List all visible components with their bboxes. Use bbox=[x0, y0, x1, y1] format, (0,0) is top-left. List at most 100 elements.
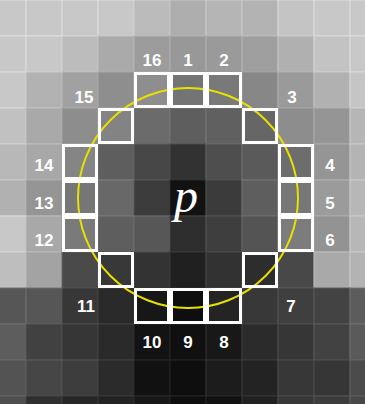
pixel-cell bbox=[62, 108, 98, 144]
pixel-cell bbox=[98, 396, 134, 404]
pixel-cell bbox=[0, 180, 26, 216]
pixel-cell bbox=[0, 360, 26, 396]
pixel-cell bbox=[206, 252, 242, 288]
pixel-cell bbox=[206, 216, 242, 252]
pixel-cell bbox=[134, 252, 170, 288]
pixel-cell bbox=[242, 216, 278, 252]
pixel-cell bbox=[206, 360, 242, 396]
pixel-cell bbox=[206, 396, 242, 404]
pixel-cell bbox=[134, 0, 170, 36]
pixel-cell bbox=[278, 0, 314, 36]
callout-number: 10 bbox=[143, 334, 162, 351]
pixel-cell bbox=[314, 108, 350, 144]
circle-outline bbox=[78, 88, 298, 308]
pixel-cell bbox=[170, 72, 206, 108]
pixel-cell bbox=[26, 0, 62, 36]
pixel-cell bbox=[278, 396, 314, 404]
callout-number: 9 bbox=[183, 334, 192, 351]
pixel-cell bbox=[206, 180, 242, 216]
pixel-cell bbox=[314, 324, 350, 360]
pixel-cell bbox=[134, 216, 170, 252]
pixel-cell bbox=[134, 396, 170, 404]
pixel-cell bbox=[98, 216, 134, 252]
pixel-cell bbox=[314, 144, 350, 180]
pixel-cell bbox=[278, 180, 314, 216]
pixel-cell bbox=[0, 288, 26, 324]
ring-pixel-outline bbox=[172, 74, 205, 107]
pixel-cell bbox=[278, 36, 314, 72]
pixel-cell bbox=[314, 288, 350, 324]
pixel-cell bbox=[0, 108, 26, 144]
pixel-cell bbox=[206, 36, 242, 72]
pixel-cell bbox=[242, 108, 278, 144]
callout-number: 5 bbox=[325, 195, 334, 212]
pixel-cell bbox=[350, 144, 365, 180]
pixel-cell bbox=[314, 0, 350, 36]
pixel-cell bbox=[26, 288, 62, 324]
pixel-cell bbox=[26, 36, 62, 72]
pixel-cell bbox=[242, 288, 278, 324]
pixel-cell bbox=[98, 360, 134, 396]
pixel-cell bbox=[0, 36, 26, 72]
pixel-cell bbox=[62, 360, 98, 396]
pixel-cell bbox=[278, 324, 314, 360]
pixel-cell bbox=[242, 0, 278, 36]
pixel-cell bbox=[62, 396, 98, 404]
pixel-cell bbox=[98, 324, 134, 360]
pixel-cell bbox=[170, 360, 206, 396]
pixel-cell bbox=[314, 252, 350, 288]
pixel-cell bbox=[134, 36, 170, 72]
pixel-cell bbox=[134, 324, 170, 360]
ring-pixel-outline bbox=[64, 146, 97, 179]
callout-number: 2 bbox=[219, 52, 228, 69]
callout-number: 6 bbox=[325, 232, 334, 249]
pixel-cell bbox=[278, 72, 314, 108]
pixel-cell bbox=[170, 396, 206, 404]
pixel-cell bbox=[278, 108, 314, 144]
pixel-cell bbox=[314, 72, 350, 108]
pixel-cell bbox=[98, 108, 134, 144]
pixel-cell bbox=[206, 144, 242, 180]
pixel-cell bbox=[98, 144, 134, 180]
pixel-cell bbox=[98, 288, 134, 324]
ring-pixel-outline bbox=[136, 290, 169, 323]
callout-number: 15 bbox=[75, 89, 94, 106]
pixel-cell bbox=[134, 108, 170, 144]
pixel-cell bbox=[134, 180, 170, 216]
pixel-cell bbox=[0, 396, 26, 404]
callout-number: 16 bbox=[143, 52, 162, 69]
pixel-cell bbox=[278, 288, 314, 324]
pixel-cell bbox=[62, 324, 98, 360]
ring-pixel-outline bbox=[100, 254, 133, 287]
pixel-cell bbox=[26, 324, 62, 360]
pixel-cell bbox=[0, 216, 26, 252]
pixel-cell bbox=[26, 252, 62, 288]
pixel-cell bbox=[98, 252, 134, 288]
pixel-cell bbox=[350, 360, 365, 396]
pixel-cell bbox=[0, 0, 26, 36]
callout-number: 14 bbox=[35, 157, 54, 174]
ring-pixel-outline bbox=[280, 182, 313, 215]
pixel-cell bbox=[98, 72, 134, 108]
pixel-cell bbox=[62, 288, 98, 324]
ring-pixel-outline bbox=[280, 218, 313, 251]
pixel-cell bbox=[26, 108, 62, 144]
pixel-cell bbox=[0, 252, 26, 288]
pixel-cell bbox=[314, 360, 350, 396]
pixel-cell bbox=[314, 36, 350, 72]
pixel-cell bbox=[170, 324, 206, 360]
callout-number: 8 bbox=[219, 334, 228, 351]
pixel-cell bbox=[242, 324, 278, 360]
pixel-cell bbox=[98, 0, 134, 36]
callout-number: 12 bbox=[35, 232, 54, 249]
pixel-cell bbox=[278, 252, 314, 288]
pixel-cell bbox=[62, 72, 98, 108]
pixel-cell bbox=[350, 288, 365, 324]
callout-number: 11 bbox=[77, 298, 95, 315]
pixel-cell bbox=[26, 144, 62, 180]
pixel-cell bbox=[242, 72, 278, 108]
ring-pixel-outline bbox=[64, 182, 97, 215]
ring-pixel-outline bbox=[208, 74, 241, 107]
pixel-cell bbox=[62, 180, 98, 216]
